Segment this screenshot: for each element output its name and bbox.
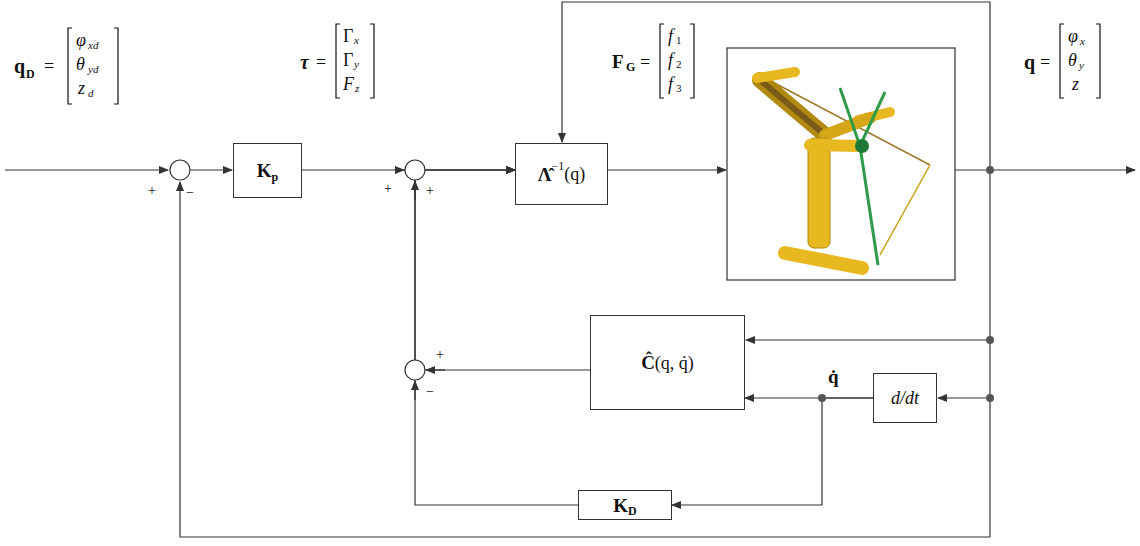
block-label: Ĉ — [641, 353, 655, 372]
math-label: y — [1079, 60, 1084, 71]
derivative-input-wire — [938, 397, 990, 398]
math-label: Γ — [343, 27, 353, 45]
math-label: 1 — [676, 35, 682, 46]
block-box: Kp — [233, 143, 302, 198]
bracket — [1060, 24, 1064, 98]
math-label: q̇ — [828, 367, 839, 386]
junction-arrow — [426, 369, 445, 370]
block-label: −1 — [551, 160, 564, 172]
junction-arrow — [414, 381, 415, 400]
math-label: z — [1072, 75, 1079, 93]
math-label: + — [436, 348, 444, 362]
block-box: Λ̂−1(q) — [515, 143, 608, 205]
bracket — [114, 28, 118, 104]
output-wire — [955, 169, 1135, 170]
signal-connector — [415, 170, 578, 505]
branch-dot — [986, 166, 994, 174]
block-label: D — [628, 505, 637, 517]
math-label: F — [343, 75, 354, 93]
block-box: KD — [578, 490, 672, 520]
bracket — [68, 28, 72, 104]
math-label: − — [186, 186, 194, 200]
math-label: q — [1024, 52, 1035, 72]
bracket — [690, 24, 694, 98]
math-label: Γ — [343, 51, 353, 69]
math-label: − — [426, 385, 434, 399]
math-label: + — [426, 184, 434, 198]
math-label: f — [668, 75, 673, 93]
block-label: p — [272, 171, 279, 183]
math-label: = — [640, 53, 650, 71]
summing-junction — [405, 360, 425, 380]
math-label: G — [626, 61, 635, 73]
math-label: q — [14, 56, 25, 76]
block-label: K — [613, 496, 628, 515]
math-label: y — [354, 59, 359, 70]
math-label: = — [316, 53, 326, 71]
math-label: f — [668, 27, 673, 45]
math-label: x — [1080, 36, 1085, 47]
bracket — [370, 24, 374, 98]
math-label: d — [88, 88, 94, 99]
summing-junction — [170, 160, 190, 180]
math-label: xd — [88, 40, 98, 51]
block-label: (q) — [564, 165, 585, 183]
input-wire — [5, 169, 168, 170]
math-label: = — [44, 57, 54, 75]
branch-dot — [818, 394, 826, 402]
plant-frame — [727, 48, 955, 280]
math-label: z — [355, 83, 359, 94]
math-label: + — [384, 182, 392, 196]
math-label: + — [148, 184, 156, 198]
state-wire — [746, 339, 990, 340]
math-label: φ — [1068, 27, 1078, 45]
math-label: yd — [88, 64, 98, 75]
error-wire — [190, 169, 232, 170]
math-label: 3 — [676, 83, 682, 94]
math-label: φ — [76, 31, 86, 49]
math-label: = — [1040, 53, 1050, 71]
math-label: f — [668, 51, 673, 69]
bracket — [1096, 24, 1100, 98]
summing-junction — [405, 160, 425, 180]
branch-dot — [986, 394, 994, 402]
math-label: D — [26, 68, 35, 80]
math-label: θ — [76, 55, 85, 73]
math-label: θ — [1068, 51, 1077, 69]
math-label: τ — [300, 52, 309, 72]
block-label: Λ̂ — [538, 165, 552, 184]
block-box: Ĉ(q, q̇) — [590, 315, 745, 410]
bracket — [660, 24, 664, 98]
math-label: z — [78, 79, 85, 97]
block-box: d/dt — [873, 373, 937, 423]
math-label: 2 — [676, 59, 682, 70]
bracket — [336, 24, 340, 98]
signal-connector — [672, 398, 873, 505]
block-label: (q, q̇) — [655, 354, 694, 372]
force-wire — [608, 169, 726, 170]
block-label: d/dt — [891, 389, 919, 407]
math-label: F — [612, 52, 624, 71]
math-label: x — [354, 35, 359, 46]
junction-arrow — [395, 169, 404, 170]
floating-wind-turbine — [757, 72, 930, 268]
branch-dot — [986, 336, 994, 344]
block-label: K — [257, 161, 272, 180]
feedback-bus — [989, 170, 990, 537]
junction-arrow — [414, 181, 415, 200]
